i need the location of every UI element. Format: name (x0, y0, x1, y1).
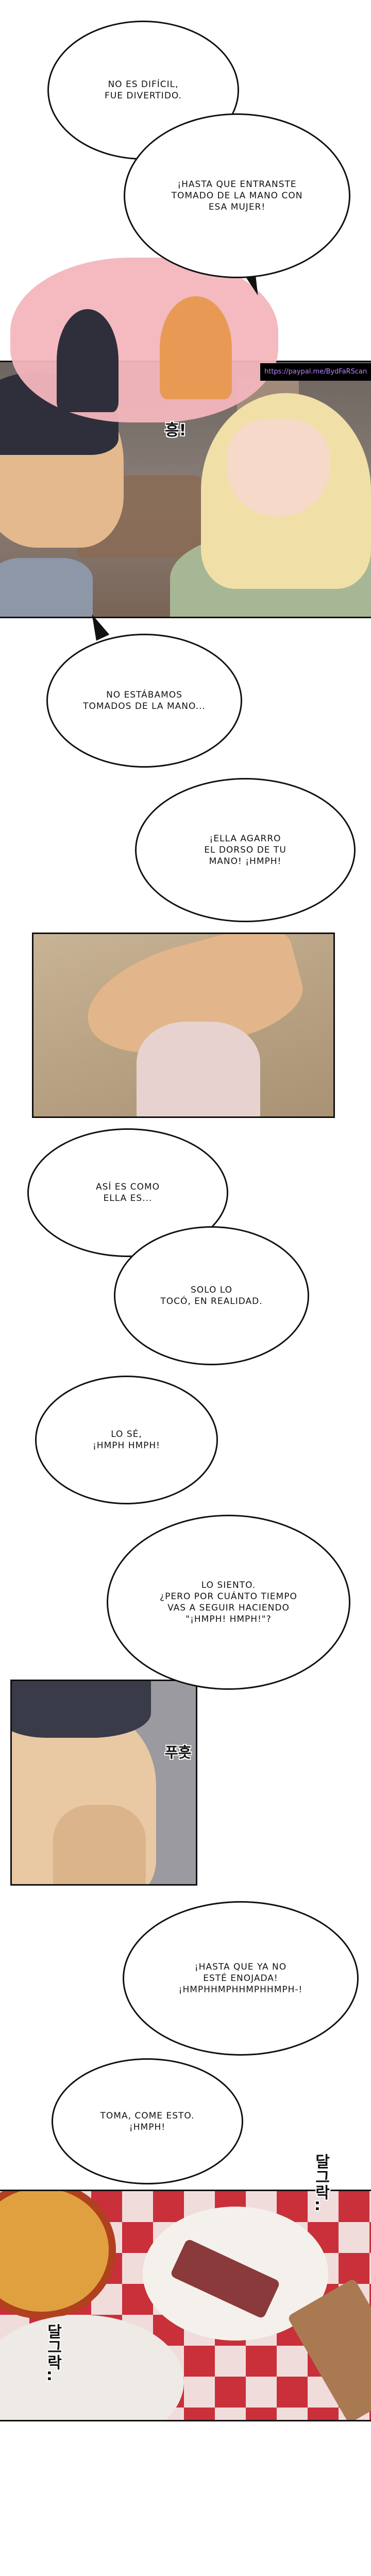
bubble-text-1: No es difícil, fue divertido. (105, 79, 182, 101)
hand-over-mouth (53, 1805, 146, 1884)
bubble-text-9: ¡Hasta que ya no esté enojada! ¡Hmphhmph… (178, 1962, 303, 1995)
speech-bubble-9: ¡Hasta que ya no esté enojada! ¡Hmphhmph… (123, 1901, 359, 2056)
man-shoulder (0, 558, 93, 617)
webtoon-page: No es difícil, fue divertido. ¡Hasta que… (0, 21, 371, 2421)
bubble-text-7: Lo sé, ¡Hmph hmph! (92, 1429, 160, 1451)
watermark: https://paypal.me/BydFaRScan (260, 363, 371, 381)
man-hair (12, 1681, 151, 1738)
bubble-text-2: ¡Hasta que entranste tomado de la mano c… (171, 179, 303, 212)
sfx-pfft-korean: 푸흣 (165, 1744, 192, 1761)
speech-bubble-8: Lo siento. ¿Pero por cuánto tiempo vas a… (107, 1515, 350, 1690)
bubble-text-5: Así es como ella es... (95, 1182, 160, 1204)
bubble-text-10: Toma, come esto. ¡Hmph! (100, 2110, 195, 2132)
sfx-hmph-korean: 흥! (165, 421, 187, 439)
sfx-clatter-korean-2: 달그락.. (44, 2324, 62, 2382)
bubble-text-6: Solo lo tocó, en realidad. (160, 1285, 263, 1307)
speech-bubble-2: ¡Hasta que entranste tomado de la mano c… (124, 113, 350, 278)
chibi-thought-cloud (10, 258, 278, 422)
speech-bubble-3: No estábamos tomados de la mano... (46, 634, 242, 768)
woman-face (227, 419, 330, 517)
panel-hands (32, 933, 335, 1118)
pizza (0, 2191, 116, 2319)
bubble-text-4: ¡Ella agarro el dorso de tu mano! ¡Hmph! (204, 834, 286, 867)
speech-bubble-1: No es difícil, fue divertido. (47, 21, 239, 160)
bubble-text-8: Lo siento. ¿Pero por cuánto tiempo vas a… (160, 1580, 297, 1624)
empty-plate (0, 2315, 184, 2420)
sfx-clatter-korean-1: 달그락.. (312, 2154, 330, 2212)
woman-hand (137, 1022, 260, 1116)
speech-bubble-4: ¡Ella agarro el dorso de tu mano! ¡Hmph! (135, 778, 356, 922)
speech-bubble-7: Lo sé, ¡Hmph hmph! (35, 1376, 218, 1504)
panel-man-laughing (10, 1680, 197, 1886)
chibi-boy (57, 309, 119, 412)
chibi-girl (160, 296, 232, 399)
speech-bubble-10: Toma, come esto. ¡Hmph! (52, 2058, 243, 2184)
panel-dinner-table (0, 2190, 371, 2421)
bubble-text-3: No estábamos tomados de la mano... (83, 690, 206, 711)
speech-bubble-6: Solo lo tocó, en realidad. (114, 1226, 309, 1365)
